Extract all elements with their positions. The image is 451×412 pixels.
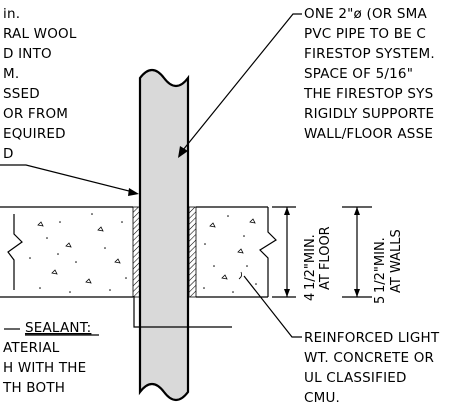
dim-walls-line1: 1/2"MIN.	[373, 237, 388, 293]
leader-top-right	[178, 13, 302, 158]
note-br-line-1: REINFORCED LIGHT	[304, 330, 440, 346]
note-tr-line-1: ONE 2"ø (OR SMA	[304, 6, 427, 22]
note-tl-line-8: D	[3, 146, 14, 162]
dim-floor-line1: 1/2"MIN.	[303, 234, 318, 290]
notes-bottom-left: SEALANT: ATERIAL H WITH THE TH BOTH	[2, 320, 99, 396]
dim-walls-text: 5 1/2"MIN. AT WALLS	[373, 229, 404, 304]
note-tr-line-3: FIRESTOP SYSTEM.	[304, 46, 435, 62]
leader-sealant	[0, 164, 139, 196]
note-tl-line-6: OR FROM	[3, 106, 68, 122]
note-bl-line-1: ATERIAL	[3, 340, 60, 356]
note-bl-line-2: H WITH THE	[3, 360, 86, 376]
concrete-slab-right	[196, 206, 277, 298]
note-br-line-4: CMU.	[304, 390, 340, 406]
note-tr-line-4: SPACE OF 5/16"	[304, 66, 413, 82]
dimension-walls	[342, 206, 372, 298]
note-tr-line-7: WALL/FLOOR ASSE	[304, 126, 433, 142]
note-br-line-2: WT. CONCRETE OR	[304, 350, 434, 366]
sealant-label: SEALANT:	[25, 320, 91, 336]
dim-walls-number: 5	[373, 296, 388, 304]
dim-walls-line2: AT WALLS	[389, 229, 404, 293]
concrete-slab-left	[0, 206, 133, 298]
note-tr-line-2: PVC PIPE TO BE C	[304, 26, 426, 42]
dim-floor-text: 4 1/2"MIN. AT FLOOR	[303, 226, 333, 301]
note-tl-line-2: RAL WOOL	[3, 26, 77, 42]
note-tr-line-5: THE FIRESTOP SYS	[303, 86, 433, 102]
dimension-floor	[272, 206, 296, 298]
notes-top-right: ONE 2"ø (OR SMA PVC PIPE TO BE C FIRESTO…	[303, 6, 435, 142]
sealant-right	[188, 206, 197, 298]
note-tl-line-5: SSED	[3, 86, 40, 102]
dim-floor-line2: AT FLOOR	[318, 226, 333, 290]
leader-insulation	[133, 296, 232, 328]
leader-concrete	[238, 271, 302, 338]
note-tl-line-3: D INTO	[3, 46, 52, 62]
note-tl-line-1: in.	[3, 6, 20, 22]
pvc-pipe	[138, 68, 190, 402]
note-tl-line-4: M.	[3, 66, 19, 82]
note-bl-line-3: TH BOTH	[2, 380, 65, 396]
note-tl-line-7: EQUIRED	[3, 126, 66, 142]
dim-floor-number: 4	[303, 293, 318, 301]
note-br-line-3: UL CLASSIFIED	[304, 370, 407, 386]
notes-top-left: in. RAL WOOL D INTO M. SSED OR FROM EQUI…	[3, 6, 77, 162]
note-tr-line-6: RIGIDLY SUPPORTE	[304, 106, 434, 122]
notes-bottom-right: REINFORCED LIGHT WT. CONCRETE OR UL CLAS…	[304, 330, 440, 406]
